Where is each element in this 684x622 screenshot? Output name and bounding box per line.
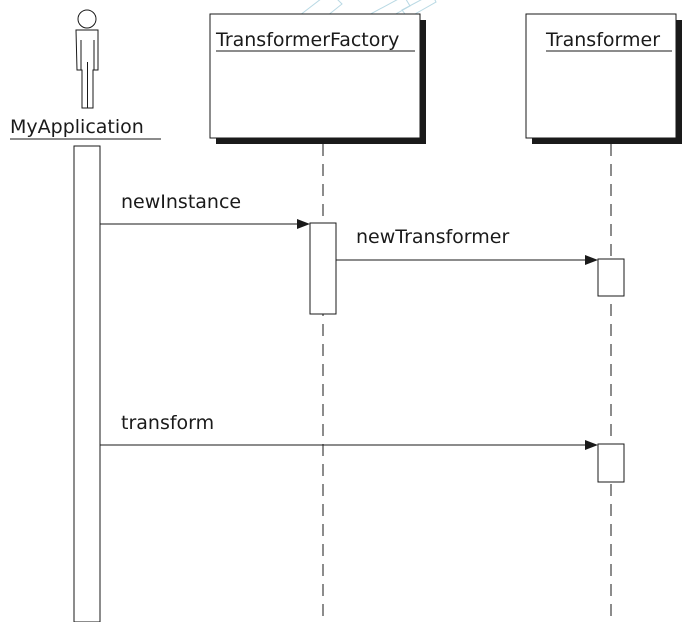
myapplication-activation [73,145,101,622]
arrowhead-icon [297,219,310,229]
participant-label-transformer: Transformer [545,29,660,51]
arrowhead-icon [585,440,598,450]
participant-transformerfactory: TransformerFactory [209,13,426,144]
message-label-transform: transform [121,412,214,434]
message-label-newinstance: newInstance [121,191,241,213]
actor-label: MyApplication [10,116,144,138]
transformerfactory-activation [309,222,337,315]
transformer-activation-1 [597,258,625,297]
participant-transformer: Transformer [525,13,682,144]
arrowhead-icon [585,255,598,265]
message-newinstance: newInstance [100,191,310,229]
participant-label-transformerfactory: TransformerFactory [215,29,399,51]
message-newtransformer: newTransformer [336,226,598,265]
participant-box [525,13,677,139]
participant-box [209,13,421,139]
transformer-activation-2 [597,443,625,483]
message-transform: transform [100,412,598,450]
message-label-newtransformer: newTransformer [356,226,509,248]
stick-figure-icon [75,9,99,109]
